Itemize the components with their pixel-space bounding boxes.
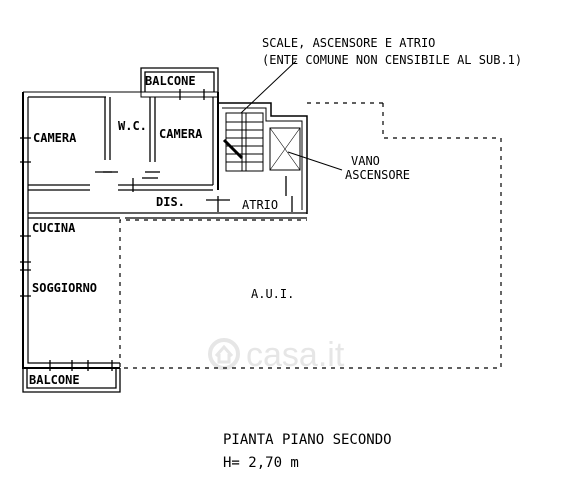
plan-height: H= 2,70 m (223, 455, 299, 471)
cucina-label: CUCINA (32, 221, 76, 235)
balcone-top-label: BALCONE (145, 74, 196, 88)
wc-label: W.C. (118, 119, 147, 133)
elevator-shaft (269, 127, 343, 171)
interior-walls (20, 89, 307, 371)
annotation-leader (240, 60, 297, 114)
aui-label: A.U.I. (251, 287, 294, 301)
staircase (222, 112, 264, 172)
vano-label-2: ASCENSORE (345, 168, 410, 182)
dis-label: DIS. (156, 195, 185, 209)
camera-mid-label: CAMERA (159, 127, 203, 141)
annotation-line-1: SCALE, ASCENSORE E ATRIO (262, 36, 435, 50)
annotation-line-2: (ENTE COMUNE NON CENSIBILE AL SUB.1) (262, 53, 522, 67)
walls (22, 91, 502, 369)
balcony-top (140, 67, 219, 92)
atrio-label: ATRIO (242, 198, 278, 212)
vano-label-1: VANO (351, 154, 380, 168)
plan-title: PIANTA PIANO SECONDO (223, 432, 392, 448)
camera-left-label: CAMERA (33, 131, 77, 145)
balcony-bottom (22, 368, 121, 393)
soggiorno-label: SOGGIORNO (32, 281, 97, 295)
balcone-bottom-label: BALCONE (29, 373, 80, 387)
